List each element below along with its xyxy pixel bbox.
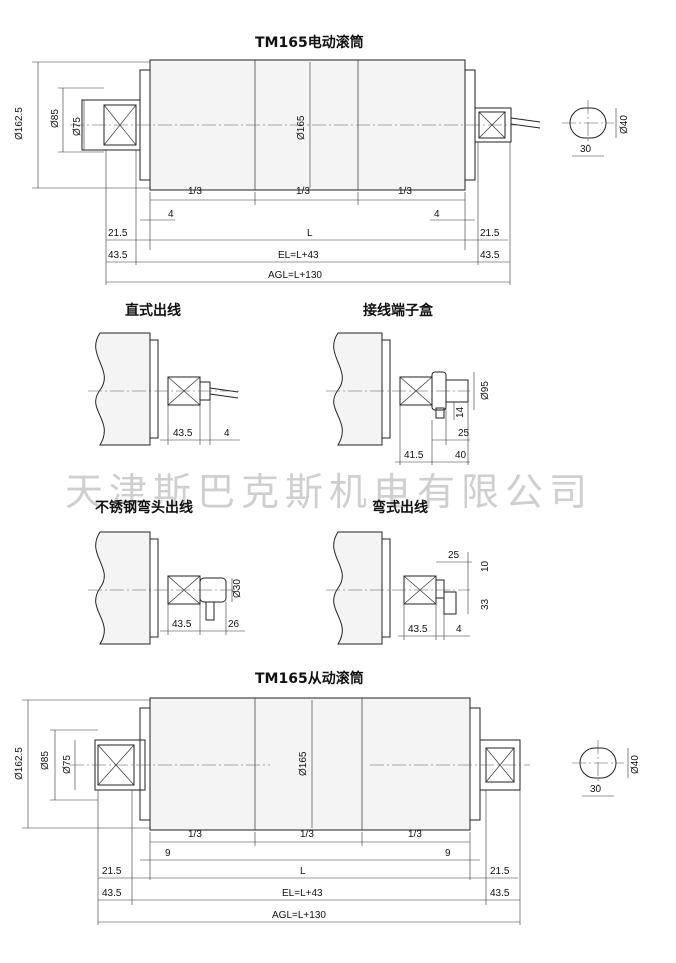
idler-dim-21-5-left: 21.5 [102,866,122,877]
terminal-dim-25: 25 [458,428,470,439]
bend-dim-10: 10 [480,560,491,572]
dim-dia-75: Ø75 [72,117,83,136]
watermark: 天津斯巴克斯机电有限公司 [65,470,593,514]
powered-roller-title: TM165电动滚筒 [255,34,364,51]
bend-dim-43-5: 43.5 [408,624,428,635]
terminal-dim-40: 40 [455,450,467,461]
terminal-dim-41-5: 41.5 [404,450,424,461]
dim-dia-40: Ø40 [619,115,630,134]
stainless-outlet-view: Ø30 43.5 26 [88,531,245,645]
dim-EL: EL=L+43 [278,250,319,261]
idler-dim-dia-75: Ø75 [62,755,73,774]
idler-dim-43-5-right: 43.5 [490,888,510,899]
idler-dim-43-5-left: 43.5 [102,888,122,899]
idler-dim-dia-40: Ø40 [630,755,641,774]
terminal-box-view: Ø95 14 25 41.5 40 [326,332,491,465]
straight-outlet-title: 直式出线 [125,302,181,319]
terminal-box-title: 接线端子盒 [363,302,434,319]
bend-dim-4: 4 [456,624,462,635]
idler-drum-body [149,697,471,831]
stainless-dim-26: 26 [228,619,240,630]
idler-dim-L: L [300,866,306,877]
bend-dim-33: 33 [480,598,491,610]
idler-dim-EL: EL=L+43 [282,888,323,899]
stainless-dim-43-5: 43.5 [172,619,192,630]
dim-dia-85: Ø85 [50,109,61,128]
stainless-outlet-title: 不锈钢弯头出线 [95,499,193,516]
dim-third-1: 1/3 [188,186,202,197]
bend-outlet-view: 25 10 33 43.5 4 [326,531,491,645]
dim-third-3: 1/3 [398,186,412,197]
straight-dim-43-5: 43.5 [173,428,193,439]
straight-outlet-view: 43.5 4 [88,332,240,446]
dim-43-5-left: 43.5 [108,250,128,261]
idler-roller-drawing: Ø162.5 Ø85 Ø75 Ø165 1/3 1/3 1/3 9 9 L 21… [14,697,641,925]
idler-dim-21-5-right: 21.5 [490,866,510,877]
powered-roller-drawing: Ø162.5 Ø85 Ø75 Ø165 1/3 1/3 1/3 4 4 L 21… [14,59,630,285]
idler-dim-nine-left: 9 [165,848,171,859]
idler-dim-AGL: AGL=L+130 [272,910,326,921]
idler-roller-title: TM165从动滚筒 [255,670,364,687]
idler-dim-dia-165: Ø165 [298,751,309,776]
dim-four-right: 4 [434,209,440,220]
dim-dia-165: Ø165 [296,115,307,140]
bend-dim-25: 25 [448,550,460,561]
dim-30: 30 [580,144,592,155]
dim-dia-162: Ø162.5 [14,107,25,140]
dim-L: L [307,228,313,239]
idler-dim-dia-85: Ø85 [40,751,51,770]
idler-dim-dia-162: Ø162.5 [14,747,25,780]
idler-dim-third-3: 1/3 [408,829,422,840]
stainless-dim-30: Ø30 [232,579,243,598]
dim-21-5-right: 21.5 [480,228,500,239]
idler-dim-third-1: 1/3 [188,829,202,840]
dim-21-5-left: 21.5 [108,228,128,239]
dim-third-2: 1/3 [296,186,310,197]
dim-four-left: 4 [168,209,174,220]
dim-43-5-right: 43.5 [480,250,500,261]
straight-dim-4: 4 [224,428,230,439]
bend-outlet-title: 弯式出线 [372,499,428,516]
terminal-dim-14: 14 [455,406,466,418]
idler-dim-nine-right: 9 [445,848,451,859]
terminal-dim-95: Ø95 [480,381,491,400]
idler-dim-30: 30 [590,784,602,795]
idler-dim-third-2: 1/3 [300,829,314,840]
dim-AGL: AGL=L+130 [268,270,322,281]
